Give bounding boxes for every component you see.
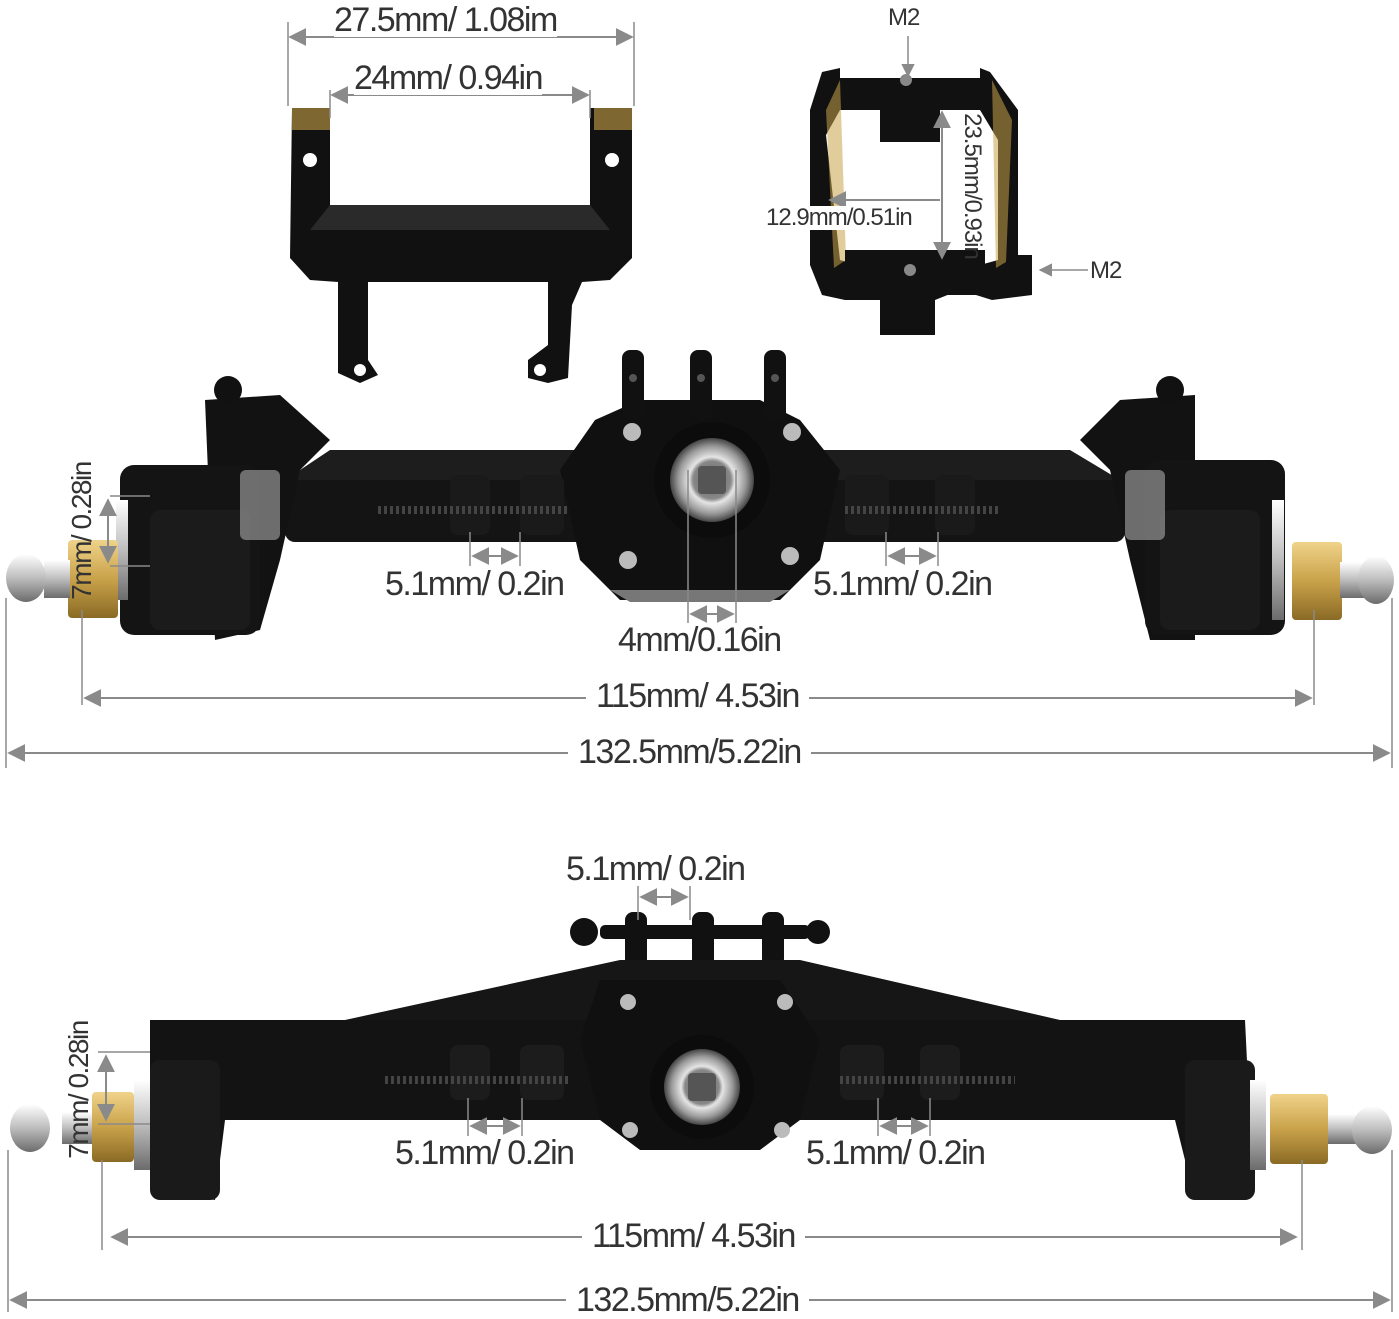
front-right-slot-label: 5.1mm/ 0.2in bbox=[813, 565, 993, 603]
mount-inner-width-label: 12.9mm/0.51in bbox=[766, 204, 913, 231]
front-hub-width-label: 115mm/ 4.53in bbox=[586, 679, 809, 713]
rear-left-slot-label: 5.1mm/ 0.2in bbox=[395, 1134, 575, 1172]
bracket-inner-width-label: 24mm/ 0.94in bbox=[354, 59, 544, 97]
front-pinion-label: 4mm/0.16in bbox=[618, 621, 782, 659]
mount-height-label: 23.5mm/0.93in bbox=[959, 113, 986, 259]
front-hex-label: 7mm/ 0.28in bbox=[66, 462, 97, 600]
front-left-slot-label: 5.1mm/ 0.2in bbox=[385, 565, 565, 603]
rear-overall-width-label: 132.5mm/5.22in bbox=[566, 1283, 809, 1317]
m2-top-label: M2 bbox=[888, 4, 920, 31]
rear-right-slot-label: 5.1mm/ 0.2in bbox=[806, 1134, 986, 1172]
bracket-outer-width-label: 27.5mm/ 1.08im bbox=[334, 1, 558, 39]
m2-side-label: M2 bbox=[1090, 257, 1122, 284]
front-overall-width-label: 132.5mm/5.22in bbox=[568, 735, 811, 769]
link-mount bbox=[810, 68, 1032, 335]
rear-axle bbox=[10, 912, 1392, 1200]
rear-hub-width-label: 115mm/ 4.53in bbox=[582, 1219, 805, 1253]
rear-hex-label: 7mm/ 0.28in bbox=[63, 1021, 94, 1159]
rear-top-slot-label: 5.1mm/ 0.2in bbox=[566, 850, 746, 888]
front-axle bbox=[6, 350, 1394, 640]
servo-bracket bbox=[290, 108, 632, 383]
